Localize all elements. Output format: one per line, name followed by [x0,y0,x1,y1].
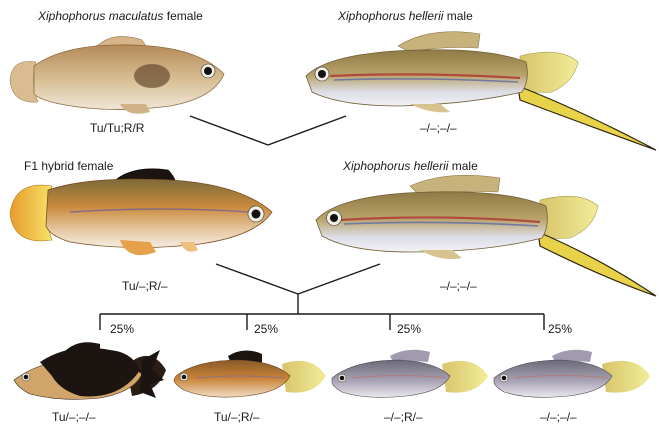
cross-line-f1-right [298,264,380,294]
swordtail-male-parent [306,32,656,150]
offspring-fish-3 [332,350,488,398]
f1-hybrid-female [10,169,272,255]
cross-line-p-right [268,116,346,145]
offspring-fish-4 [494,350,650,398]
offspring-fish-1 [14,342,166,399]
cross-line-f1-left [216,264,298,294]
platyfish-female [10,36,224,113]
swordtail-male-f1-cross [316,175,656,296]
offspring-fish-2 [174,350,326,397]
cross-line-p-left [190,116,268,145]
